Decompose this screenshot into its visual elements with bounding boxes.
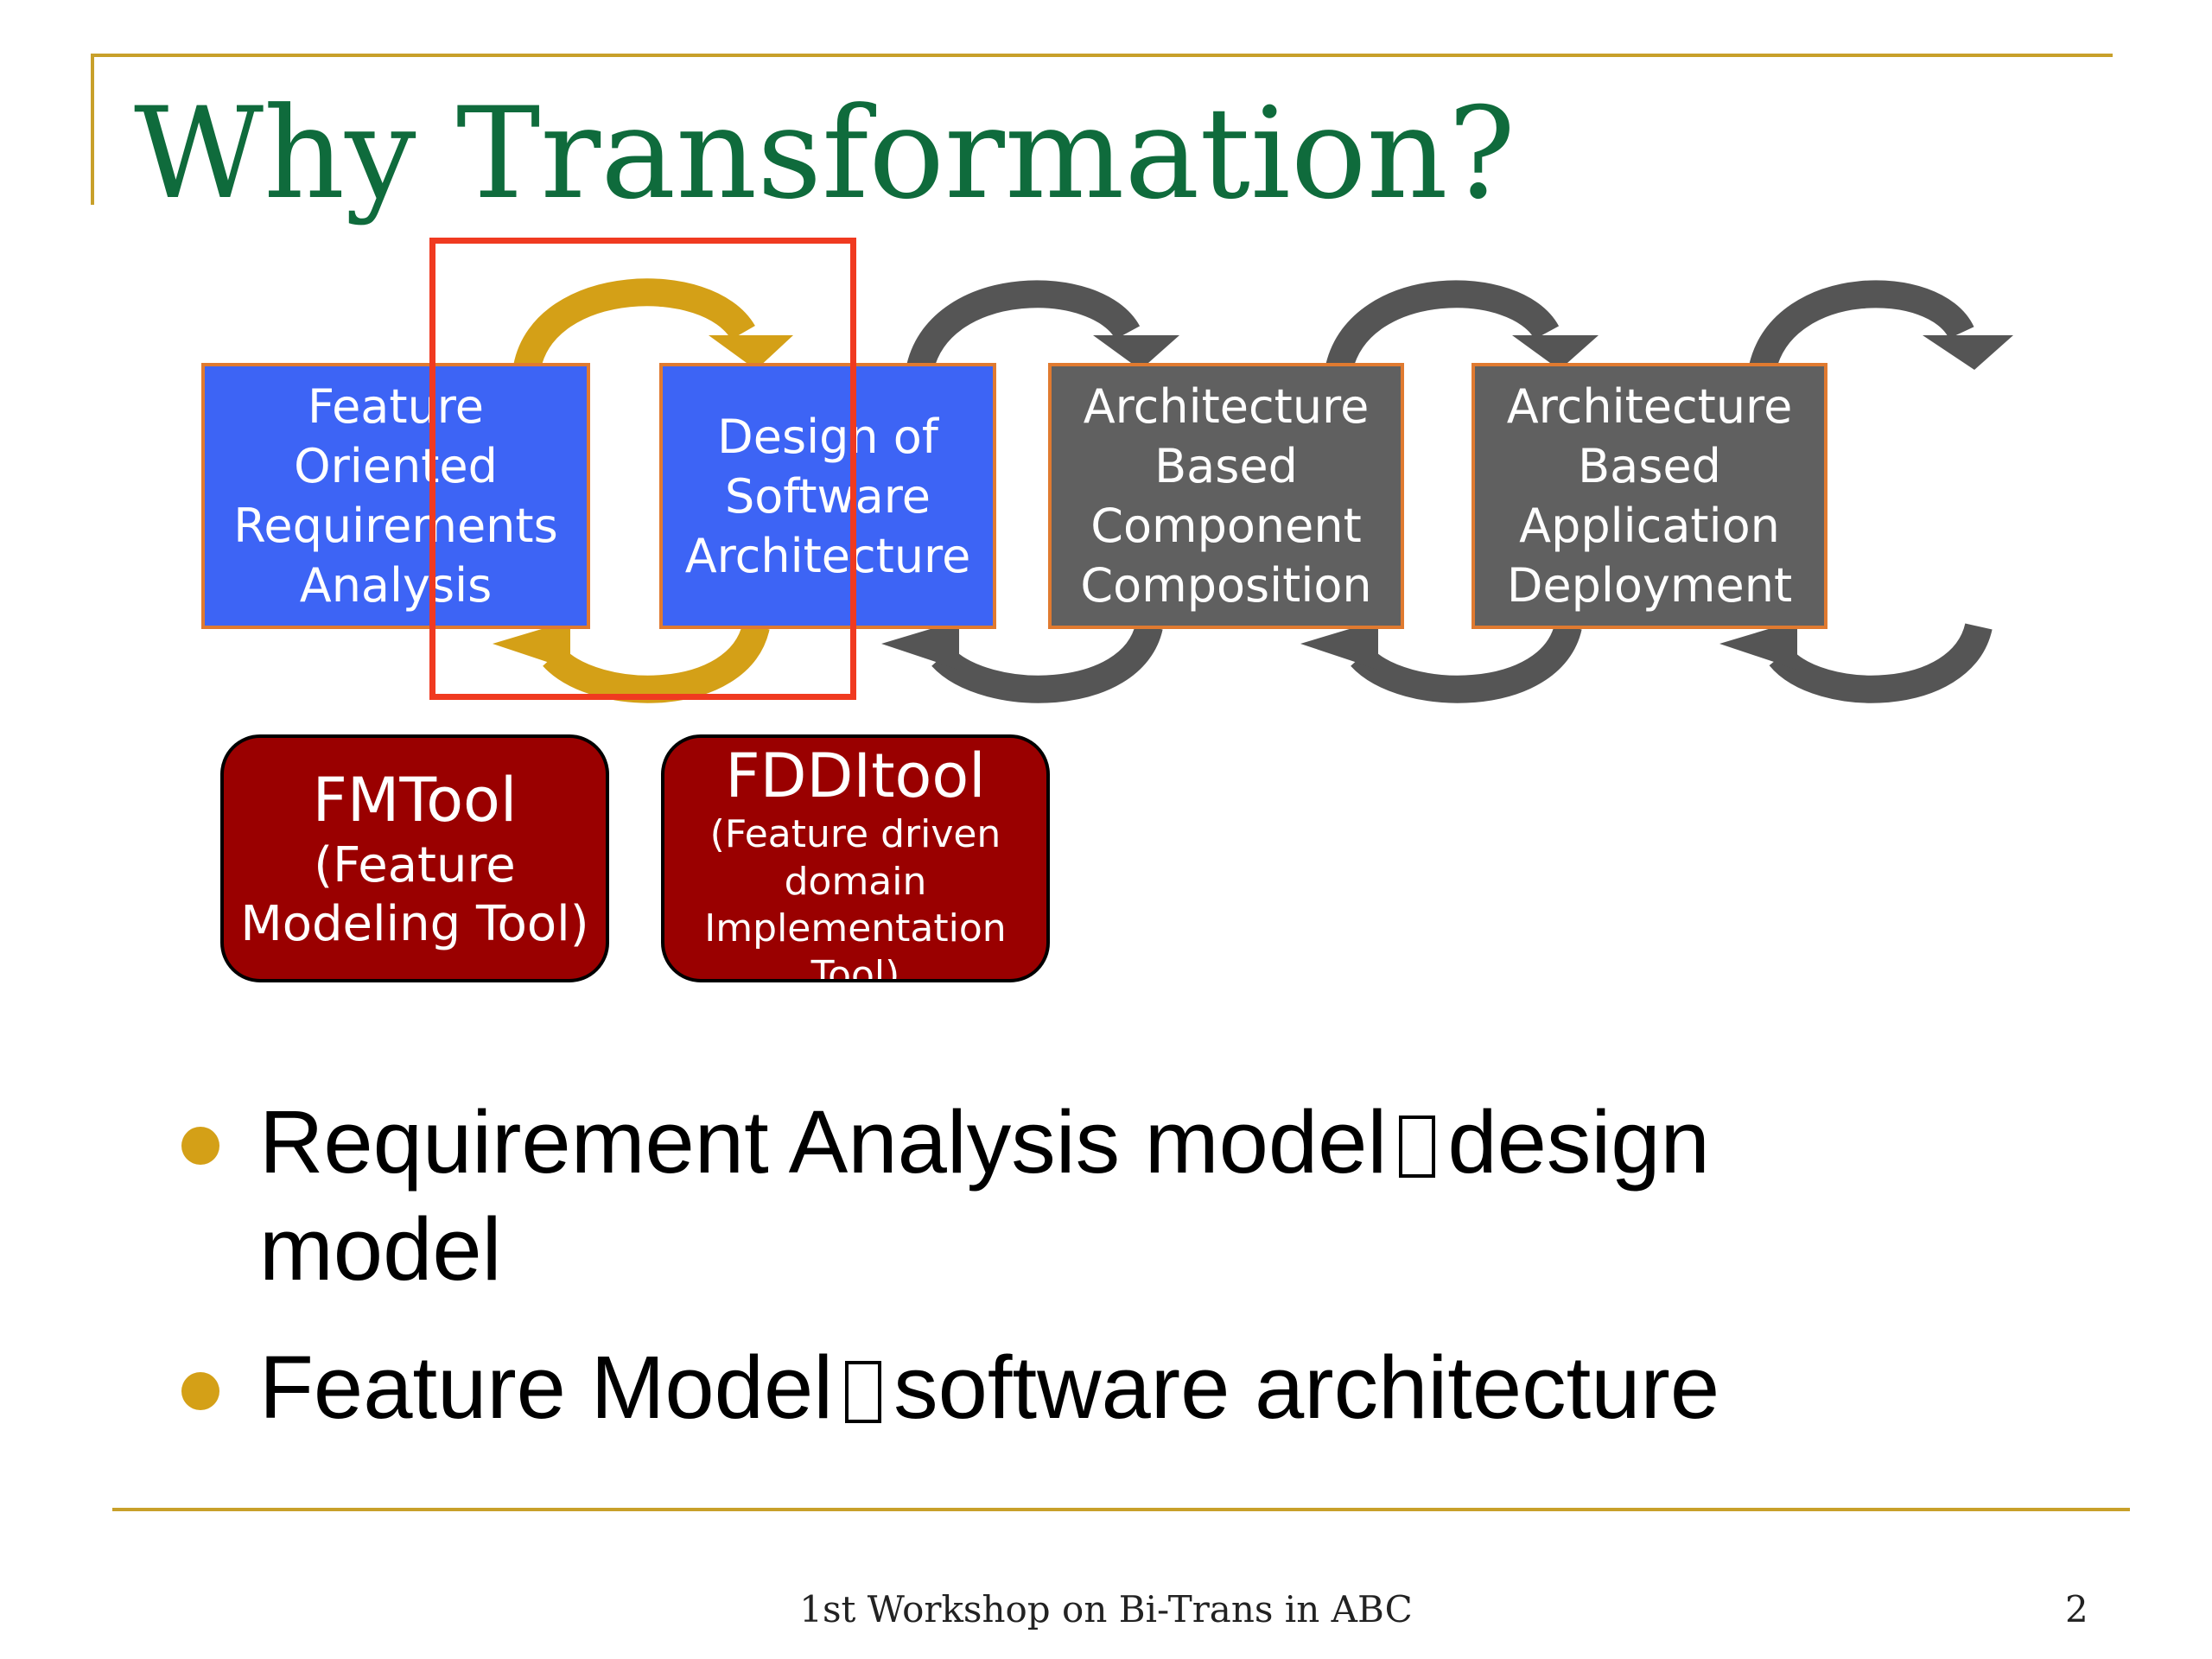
tool-desc-line: Implementation bbox=[704, 906, 1007, 950]
missing-glyph-icon bbox=[845, 1361, 882, 1423]
tool-desc-line: (Feature driven bbox=[709, 812, 1001, 856]
bullet-text: design bbox=[1447, 1092, 1710, 1192]
box-line: Component bbox=[1090, 499, 1362, 553]
left-rule bbox=[91, 54, 94, 205]
process-box-deployment: Architecture Based Application Deploymen… bbox=[1471, 363, 1827, 629]
bullet-text: Requirement Analysis model bbox=[259, 1092, 1388, 1192]
bullet-dot-icon bbox=[181, 1127, 219, 1165]
tool-box-fdditool: FDDItool (Feature driven domain Implemen… bbox=[661, 734, 1050, 982]
highlight-rectangle bbox=[429, 238, 856, 700]
gray-cycle-arrow-2 bbox=[1300, 280, 1599, 703]
top-rule bbox=[91, 54, 2113, 57]
box-line: Requirements bbox=[233, 499, 558, 553]
bullet-text: software architecture bbox=[893, 1338, 1720, 1437]
box-line: Deployment bbox=[1506, 558, 1793, 613]
process-box-requirements: Feature Oriented Requirements Analysis bbox=[201, 363, 590, 629]
box-line: Software bbox=[724, 468, 931, 524]
tool-desc-line: (Feature bbox=[314, 836, 516, 893]
bullet-dot-icon bbox=[181, 1372, 219, 1410]
bullet-item: Feature Model software architecture bbox=[181, 1334, 2082, 1441]
slide-title: Why Transformation? bbox=[134, 80, 1516, 227]
box-line: Analysis bbox=[299, 558, 493, 613]
gold-cycle-arrow bbox=[493, 278, 793, 703]
tool-name: FDDItool bbox=[725, 741, 986, 811]
bullet-text: Feature Model bbox=[259, 1338, 834, 1437]
box-line: Based bbox=[1154, 439, 1298, 493]
process-box-design: Design of Software Architecture bbox=[659, 363, 996, 629]
box-line: Composition bbox=[1080, 558, 1372, 613]
gray-cycle-arrow-1 bbox=[881, 280, 1179, 703]
tool-name: FMTool bbox=[312, 764, 518, 836]
tool-desc-line: domain bbox=[784, 860, 927, 904]
footer-text: 1st Workshop on Bi-Trans in ABC bbox=[799, 1588, 1413, 1630]
missing-glyph-icon bbox=[1399, 1116, 1436, 1178]
bullet-item: Requirement Analysis model design model bbox=[181, 1089, 2082, 1303]
box-line: Feature bbox=[307, 379, 485, 434]
bullet-list: Requirement Analysis model design model F… bbox=[181, 1089, 2082, 1472]
process-box-composition: Architecture Based Component Composition bbox=[1048, 363, 1404, 629]
page-number: 2 bbox=[2065, 1588, 2088, 1630]
tool-desc-line: Modeling Tool) bbox=[240, 895, 589, 952]
box-line: Based bbox=[1578, 439, 1721, 493]
gray-cycle-arrow-3 bbox=[1719, 280, 2013, 703]
bottom-rule bbox=[112, 1508, 2130, 1511]
box-line: Architecture bbox=[1083, 379, 1370, 434]
bullet-text: model bbox=[259, 1199, 502, 1299]
box-line: Architecture bbox=[684, 528, 971, 583]
box-line: Application bbox=[1519, 499, 1780, 553]
box-line: Architecture bbox=[1506, 379, 1793, 434]
box-line: Oriented bbox=[294, 439, 498, 493]
box-line: Design of bbox=[717, 409, 938, 464]
tool-box-fmtool: FMTool (Feature Modeling Tool) bbox=[220, 734, 609, 982]
tool-desc-line: Tool) bbox=[810, 953, 900, 982]
